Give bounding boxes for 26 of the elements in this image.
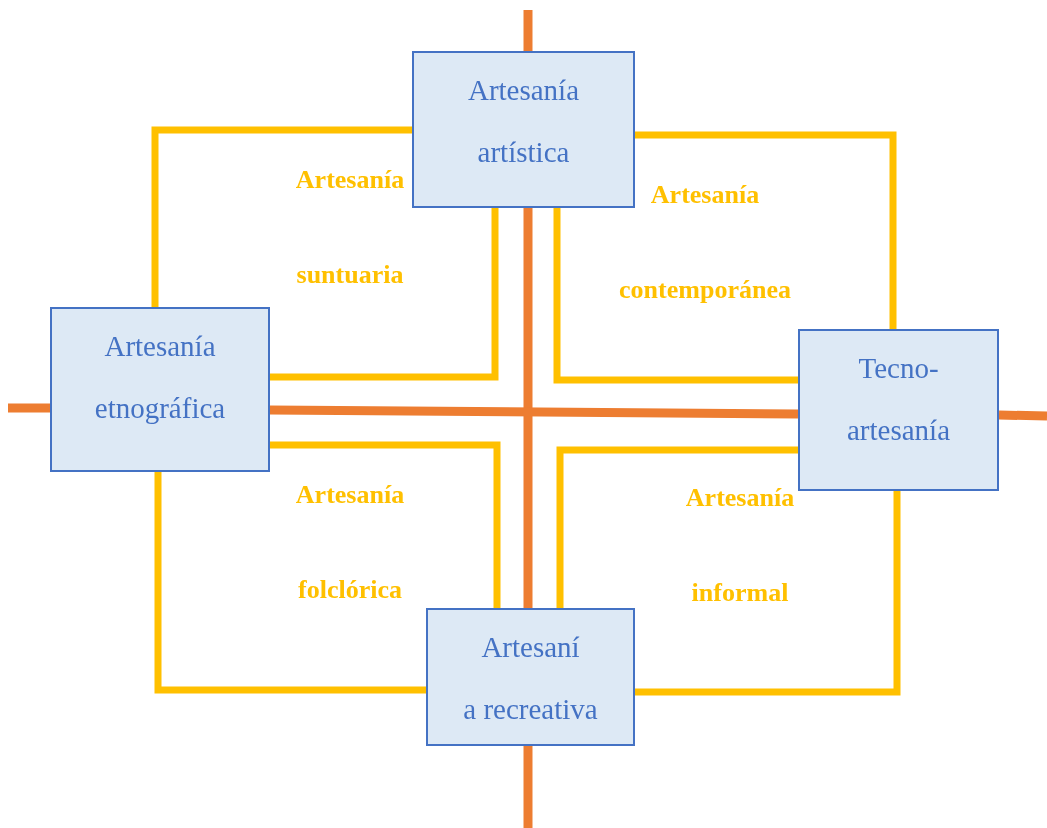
box-label: Artesanía etnográfica	[93, 329, 227, 426]
connector-line	[635, 491, 901, 696]
category-box	[798, 329, 999, 491]
box-label: Tecno- artesanía	[845, 351, 951, 448]
connector-line	[523, 746, 533, 828]
connector-line	[523, 208, 533, 608]
connector-line	[269, 405, 799, 419]
quadrant-label: Artesanía contemporánea	[618, 179, 792, 306]
connector-line	[8, 403, 50, 413]
category-box	[50, 307, 270, 472]
connector-line	[151, 126, 412, 307]
connector-line	[270, 208, 499, 381]
quadrant-label: Artesanía folclórica	[294, 479, 406, 606]
connector-line	[154, 472, 426, 694]
connector-line	[523, 10, 533, 51]
category-box	[426, 608, 635, 746]
connector-line	[270, 441, 501, 608]
box-label: Artesanía artística	[466, 73, 581, 170]
category-box	[412, 51, 635, 208]
connector-line	[556, 446, 798, 608]
quadrant-label: Artesanía suntuaria	[294, 164, 406, 291]
box-label: Artesaní a recreativa	[462, 630, 599, 727]
connector-line	[998, 410, 1047, 421]
quadrant-label: Artesanía informal	[684, 482, 796, 609]
connector-line	[553, 208, 798, 384]
connector-line	[635, 131, 897, 329]
